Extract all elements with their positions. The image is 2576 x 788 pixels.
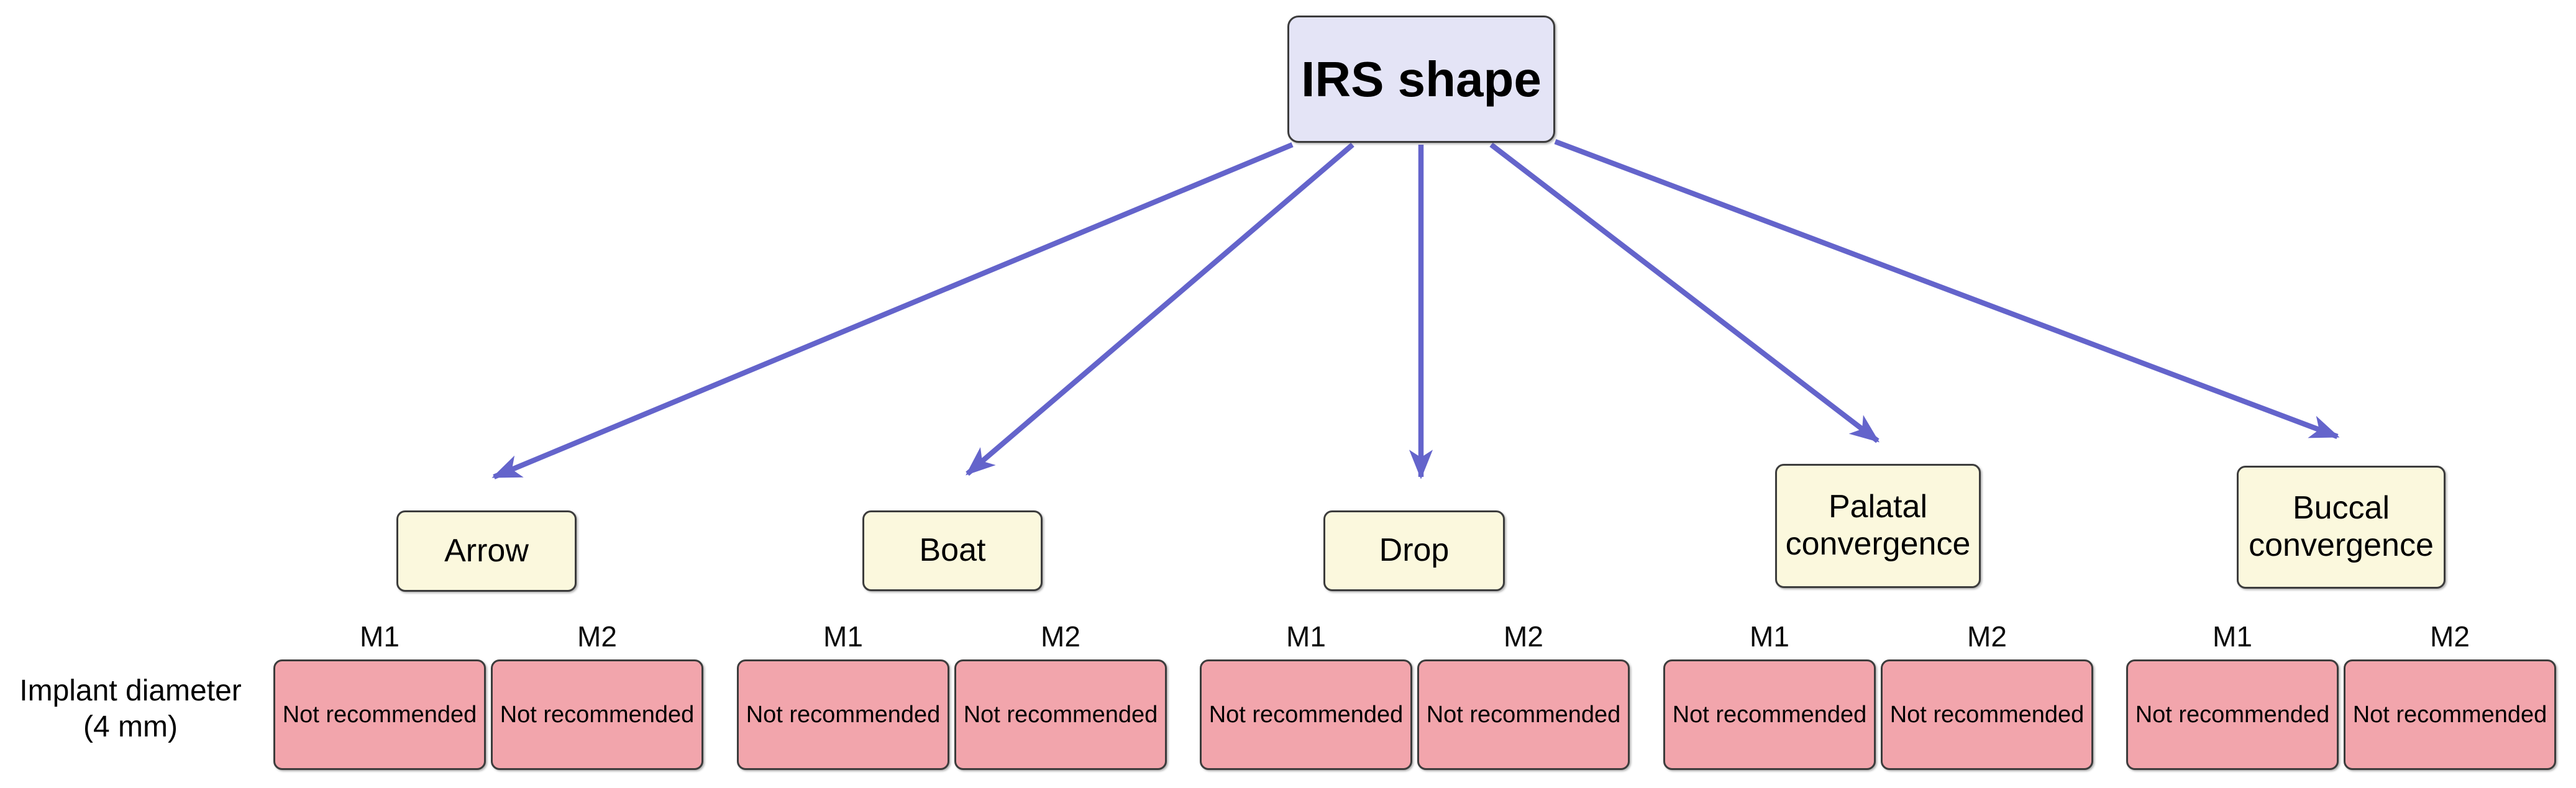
recommendation-cell-boat-m2: Not recommended	[954, 659, 1167, 770]
category-node-boat: Boat	[862, 510, 1043, 591]
root-node-irs-shape: IRS shape	[1287, 16, 1555, 143]
recommendation-cell-arrow-m2: Not recommended	[491, 659, 703, 770]
recommendation-cell-buccal-m1: Not recommended	[2126, 659, 2339, 770]
column-header-boat-m2: M2	[1041, 620, 1080, 653]
category-node-arrow: Arrow	[396, 510, 577, 592]
recommendation-cell-buccal-m2: Not recommended	[2344, 659, 2556, 770]
arrow-irs-to-buccal	[1554, 139, 2340, 439]
column-header-palatal-m1: M1	[1750, 620, 1789, 653]
category-label: Palatal convergence	[1785, 489, 1971, 562]
root-node-label: IRS shape	[1301, 51, 1541, 107]
category-label: Buccal convergence	[2249, 490, 2434, 563]
category-node-buccal-convergence: Buccal convergence	[2237, 466, 2446, 589]
row-label-line2: (4 mm)	[83, 710, 178, 743]
row-label-implant-diameter: Implant diameter (4 mm)	[0, 673, 261, 745]
recommendation-cell-boat-m1: Not recommended	[737, 659, 949, 770]
column-header-palatal-m2: M2	[1967, 620, 2007, 653]
recommendation-cell-arrow-m1: Not recommended	[273, 659, 486, 770]
recommendation-cell-palatal-m1: Not recommended	[1663, 659, 1876, 770]
column-header-arrow-m1: M1	[360, 620, 400, 653]
recommendation-cell-drop-m1: Not recommended	[1200, 659, 1412, 770]
category-label: Drop	[1379, 532, 1450, 569]
recommendation-cell-palatal-m2: Not recommended	[1881, 659, 2093, 770]
arrow-irs-to-arrow	[491, 142, 1294, 479]
column-header-buccal-m1: M1	[2213, 620, 2252, 653]
column-header-boat-m1: M1	[823, 620, 863, 653]
category-node-palatal-convergence: Palatal convergence	[1775, 464, 1981, 588]
column-header-drop-m1: M1	[1286, 620, 1326, 653]
recommendation-cell-drop-m2: Not recommended	[1417, 659, 1630, 770]
column-header-arrow-m2: M2	[577, 620, 617, 653]
category-node-drop: Drop	[1323, 510, 1505, 591]
arrow-irs-to-palatal	[1489, 142, 1880, 443]
row-label-line1: Implant diameter	[19, 674, 242, 707]
category-label: Boat	[919, 532, 986, 569]
arrow-irs-to-boat	[966, 142, 1354, 476]
column-header-buccal-m2: M2	[2430, 620, 2470, 653]
category-label: Arrow	[444, 532, 529, 569]
column-header-drop-m2: M2	[1504, 620, 1543, 653]
